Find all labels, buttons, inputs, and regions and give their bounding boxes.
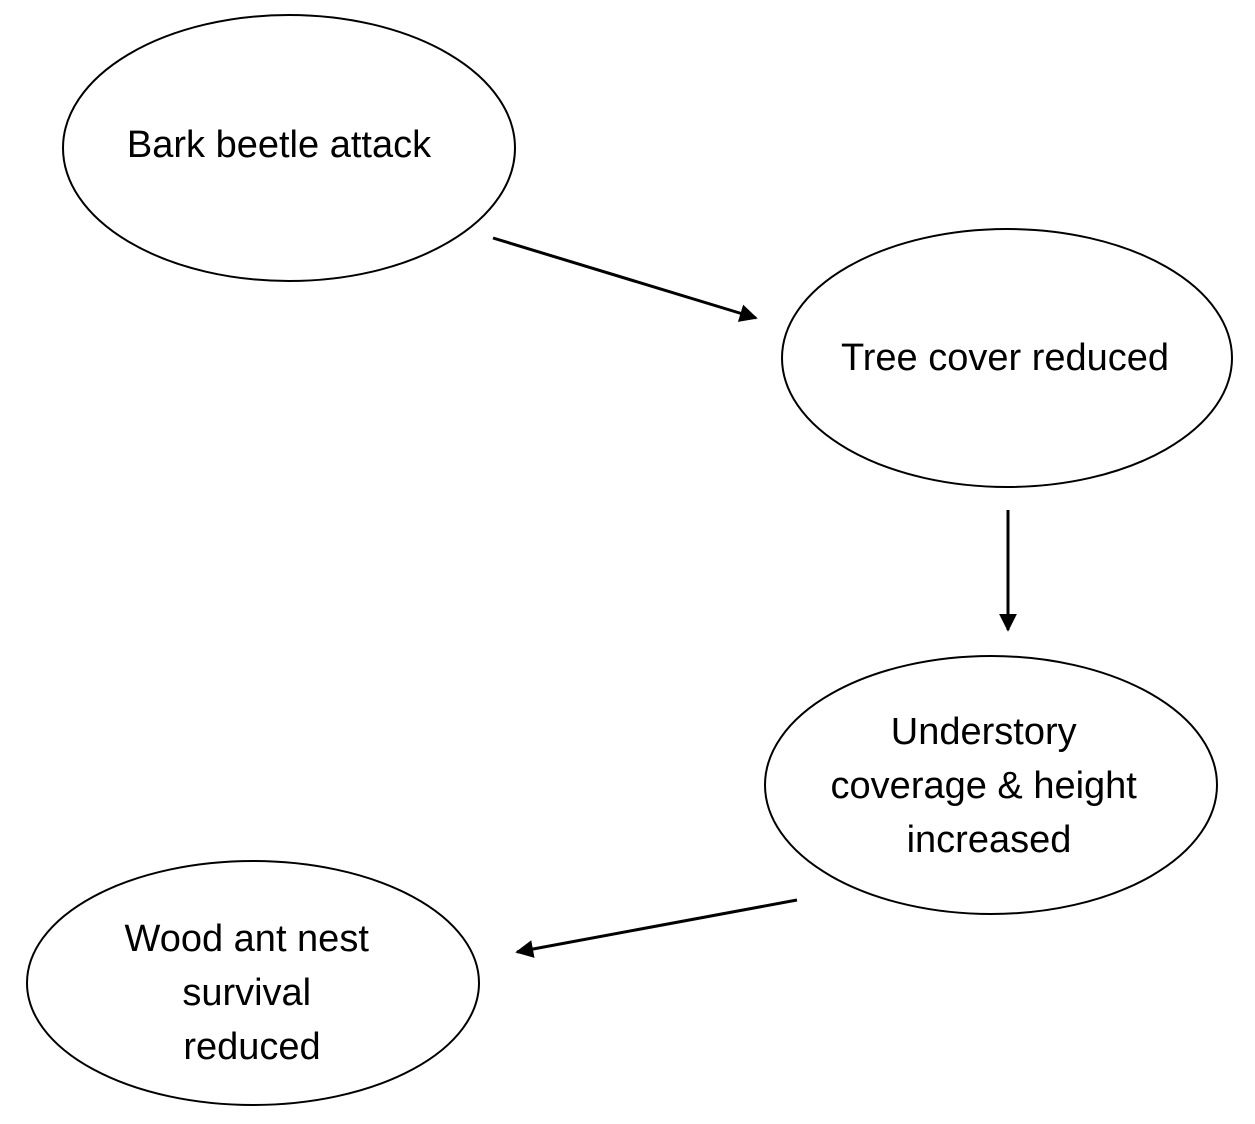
node-understory-increased: Understory coverage & height increased [764,655,1218,915]
edges [492,236,1017,958]
node-tree-cover-reduced-ellipse [781,228,1233,488]
node-wood-ant-nest-survival: Wood ant nest survival reduced [26,860,480,1106]
node-bark-beetle-attack-label: Bark beetle attack [127,124,432,166]
node-wood-ant-nest-survival-label: Wood ant nest survival reduced [125,918,380,1068]
node-tree-cover-reduced-label: Tree cover reduced [841,337,1169,379]
node-tree-cover-reduced: Tree cover reduced [781,228,1233,488]
node-bark-beetle-attack-ellipse [62,14,516,282]
node-understory-increased-ellipse [764,655,1218,915]
node-wood-ant-nest-survival-ellipse [26,860,480,1106]
edge-bark-to-tree [492,236,758,322]
node-bark-beetle-attack: Bark beetle attack [62,14,516,282]
edge-understory-to-ant [515,898,798,958]
node-understory-increased-label: Understory coverage & height increased [831,711,1148,861]
